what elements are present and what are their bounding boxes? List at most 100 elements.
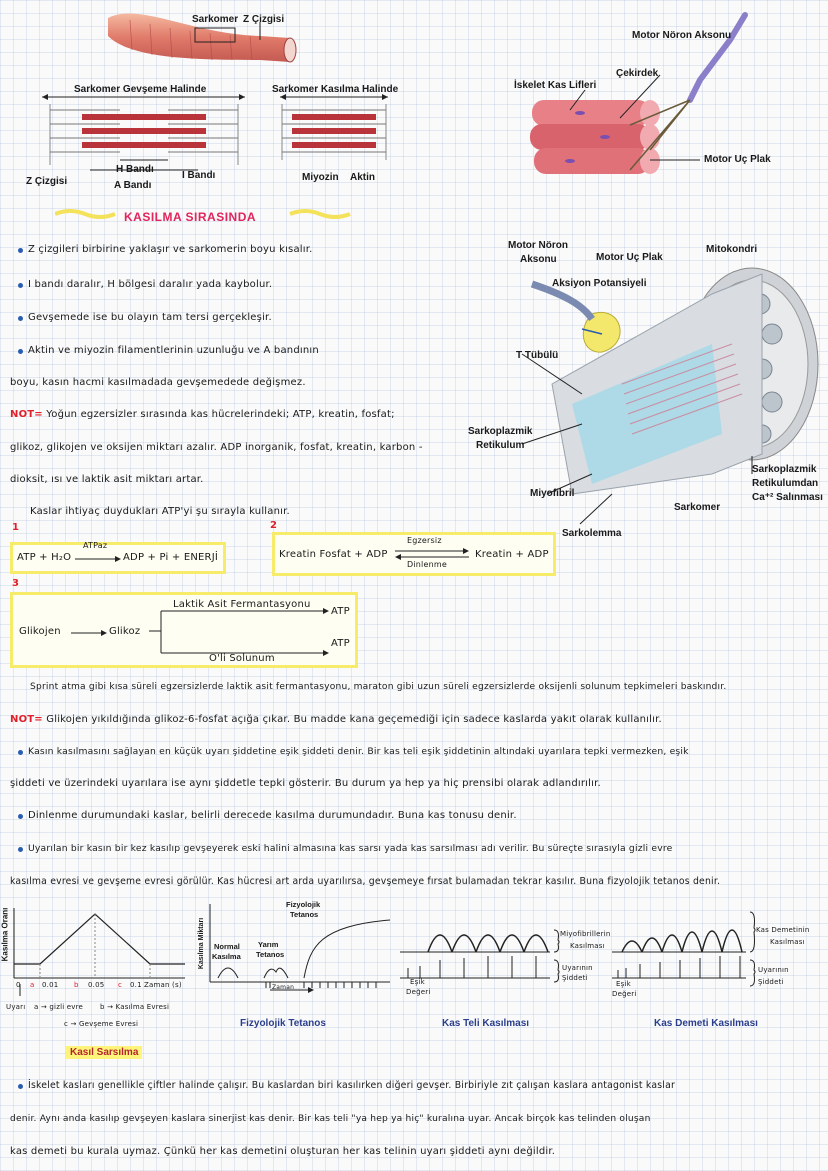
graph1-tick-0: 0 (16, 981, 21, 989)
graph1-ylabel: Kasılma Oranı (0, 907, 10, 962)
sprint-line: Sprint atma gibi kısa süreli egzersizler… (30, 682, 727, 692)
graph1-legend-c: c → Gevşeme Evresi (64, 1020, 139, 1028)
eq2-number: 2 (270, 520, 277, 531)
title-wave-decoration (55, 209, 351, 219)
eq2-box: Kreatin Fosfat + ADP Egzersiz Dinlenme K… (272, 532, 556, 576)
twitch-curve-graph (13, 908, 185, 996)
label-motor-noron-aksonu: Motor Nöron Aksonu (632, 30, 732, 41)
graph1-tick-001: 0.01 (42, 981, 59, 989)
label-t-tubulu: T Tübülü (516, 350, 559, 361)
label-z-cizgisi: Z Çizgisi (26, 176, 68, 187)
bullet-aktin-miyozin-cont: boyu, kasın hacmi kasılmadada gevşemeded… (10, 377, 306, 388)
graph2-normal-l1: Normal (214, 942, 240, 951)
label-z-cizgisi-top: Z Çizgisi (243, 14, 285, 25)
graph1-caption: Kasıl Sarsılma (66, 1046, 143, 1059)
label-a-bandi: A Bandı (114, 180, 152, 191)
graph3-caption: Kas Teli Kasılması (442, 1018, 530, 1029)
label-mitokondri: Mitokondri (706, 244, 758, 255)
graph4-label1-l2: Kasılması (770, 938, 805, 946)
bullet-sarsi-l1: Uyarılan bir kasın bir kez kasılıp gevşe… (17, 843, 673, 854)
label-sarkoplazmik-l2: Retikulum (476, 440, 525, 451)
bullet-i-bandi: I bandı daralır, H bölgesi daralır yada … (17, 279, 273, 290)
eq3-glikojen: Glikojen (19, 626, 61, 637)
eq3-top-label: Laktik Asit Fermantasyonu (173, 599, 311, 610)
label-salinim-l1: Sarkoplazmik (752, 464, 817, 475)
label-relaxed: Sarkomer Gevşeme Halinde (74, 84, 207, 95)
eq3-number: 3 (12, 578, 19, 589)
eq1-arrow-icon (75, 556, 121, 562)
eq2-right: Kreatin + ADP (475, 549, 549, 560)
graph4-esik-l1: Eşik (616, 980, 631, 988)
final-line1: İskelet kasları genellikle çiftler halin… (18, 1080, 675, 1091)
eq3-bottom-label: O'li Solunum (209, 653, 275, 664)
eq3-arrow-icon (71, 630, 107, 636)
graph1-uyari: Uyarı (6, 1003, 26, 1011)
bullet-tonus: Dinlenme durumundaki kaslar, belirli der… (18, 810, 517, 821)
note1-label: NOT= (10, 409, 43, 420)
bullet-aktin-miyozin: Aktin ve miyozin filamentlerinin uzunluğ… (18, 345, 319, 356)
note1-text-l1: Yoğun egzersizler sırasında kas hücreler… (46, 409, 395, 420)
note1-line1: NOT= Yoğun egzersizler sırasında kas hüc… (10, 409, 395, 420)
label-i-bandi: I Bandı (182, 170, 216, 181)
atp-intro: Kaslar ihtiyaç duydukları ATP'yi şu sıra… (30, 506, 290, 517)
label-motor-uc-plak: Motor Uç Plak (704, 154, 771, 165)
eq2-top-label: Egzersiz (407, 536, 442, 545)
note2-text: Glikojen yıkıldığında glikoz-6-fosfat aç… (46, 714, 662, 725)
muscle-fiber-3d-illustration (521, 267, 819, 525)
graph4-label2-l1: Uyarının (758, 966, 789, 974)
graph3-esik-l1: Eşik (410, 978, 425, 986)
graph1-tick-b: b (74, 981, 79, 989)
motor-neuron-diagram: Motor Nöron Aksonu İskelet Kas Lifleri Ç… (500, 0, 820, 200)
sarcomere-diagram: Sarkomer Z Çizgisi Sarkomer Gevşeme Hali… (20, 0, 400, 200)
eq2-left: Kreatin Fosfat + ADP (279, 549, 388, 560)
label-iskelet-kas-lifleri: İskelet Kas Lifleri (514, 80, 597, 91)
eq3-box: Glikojen Glikoz Laktik Asit Fermantasyon… (10, 592, 358, 668)
graph3-label1-l2: Kasılması (570, 942, 605, 950)
muscle-fiber-3d-diagram: Motor Nöron Aksonu Motor Uç Plak Mitokon… (462, 234, 823, 544)
eq1-box: ATP + H₂O ATPaz ADP + Pi + ENERJİ (10, 541, 226, 574)
label-cekirdek: Çekirdek (616, 68, 659, 79)
graph1-xlabel: Zaman (s) (144, 981, 182, 989)
graph2-fizyolojik-l1: Fizyolojik (286, 900, 321, 909)
eq1-enzyme: ATPaz (83, 541, 108, 550)
graph2-normal-l2: Kasılma (212, 952, 241, 961)
muscle-fiber-illustration (42, 13, 388, 171)
eq1-right: ADP + Pi + ENERJİ (123, 552, 218, 563)
bullet-esik-l1: Kasın kasılmasını sağlayan en küçük uyar… (18, 746, 689, 757)
final-line3: kas demeti bu kurala uymaz. Çünkü her ka… (10, 1146, 556, 1157)
graph4-label2-l2: Şiddeti (758, 978, 784, 986)
bullet-z-cizgileri: Z çizgileri birbirine yaklaşır ve sarkom… (18, 244, 313, 255)
label-sarkoplazmik-l1: Sarkoplazmik (468, 426, 533, 437)
graph1-tick-c: c (118, 981, 123, 989)
note2-line: NOT= Glikojen yıkıldığında glikoz-6-fosf… (10, 714, 662, 725)
muscle-fiber-contraction-graph (400, 929, 560, 983)
eq1-number: 1 (12, 522, 19, 533)
label-salinim-l3: Ca⁺² Salınması (752, 492, 823, 503)
bullet-esik-l2: şiddeti ve üzerindeki uyarılara ise aynı… (10, 778, 601, 789)
label-motor-noron-l2: Aksonu (520, 254, 557, 265)
eq3-atp-bottom: ATP (331, 638, 350, 649)
graph-kas-demeti: Kas Demetinin Kasılması Uyarının Şiddeti… (612, 900, 826, 1036)
graph4-caption: Kas Demeti Kasılması (654, 1018, 758, 1029)
eq2-bottom-label: Dinlenme (407, 560, 447, 569)
final-line2: denir. Aynı anda kasılıp gevşeyen kaslar… (10, 1114, 651, 1124)
graph2-caption: Fizyolojik Tetanos (240, 1018, 326, 1029)
bullet-sarsi-l2: kasılma evresi ve gevşeme evresi görülür… (10, 876, 721, 887)
graph1-legend-a: a → gizli evre (34, 1003, 84, 1011)
graph3-label1-l1: Miyofibrillerin (560, 930, 611, 938)
label-miyozin: Miyozin (302, 172, 339, 183)
label-aksiyon-potansiyeli: Aksiyon Potansiyeli (552, 278, 647, 289)
tetanus-graph (209, 904, 391, 993)
note2-label: NOT= (10, 714, 43, 725)
graph1-tick-a: a (30, 981, 35, 989)
graph4-esik-l2: Değeri (612, 990, 637, 998)
eq3-branch-arrows-icon (149, 608, 329, 656)
graph2-yarim-l2: Tetanos (256, 950, 285, 959)
label-aktin: Aktin (350, 172, 375, 183)
muscle-fibers-illustration (530, 12, 748, 174)
label-sarkomer: Sarkomer (192, 14, 239, 25)
label-sarkomer-mid: Sarkomer (674, 502, 721, 513)
label-h-bandi: H Bandı (116, 164, 154, 175)
note1-line3: dioksit, ısı ve laktik asit miktarı arta… (10, 474, 204, 485)
graph-fizyolojik-tetanos: Kasılma Miktarı Normal Kasılma Yarım Tet… (198, 896, 400, 1036)
